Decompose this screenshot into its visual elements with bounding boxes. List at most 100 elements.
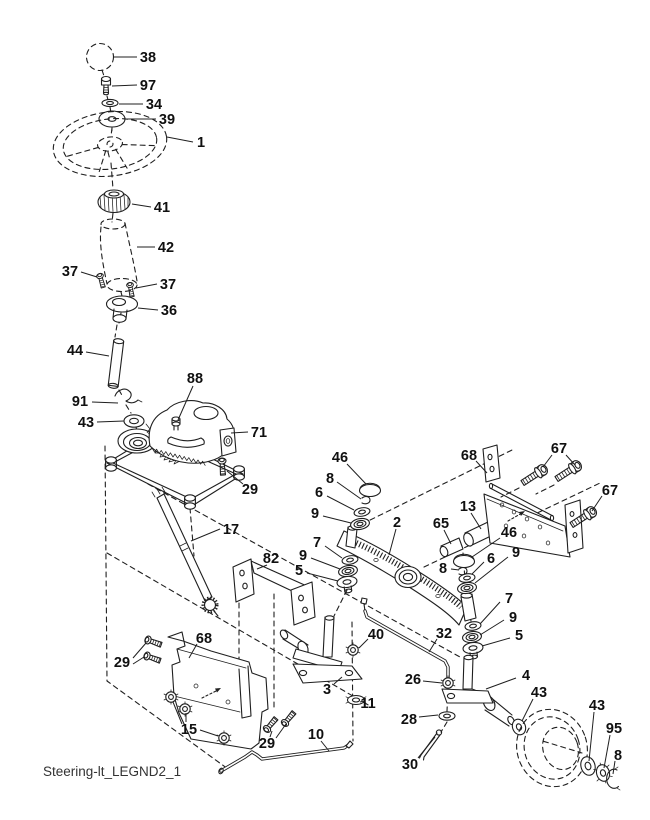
callout-3: 3 (323, 682, 331, 698)
leader-line-29 (132, 656, 145, 665)
leader-line-36 (137, 307, 159, 311)
washer-7-left (340, 553, 360, 567)
bolt-67-b (552, 458, 585, 485)
mounting-bracket-68-left (167, 631, 269, 750)
leader-line-68 (475, 460, 488, 474)
leader-line-67 (542, 454, 553, 468)
leader-line-41 (131, 203, 152, 208)
mounting-bracket-68-right (482, 444, 584, 558)
callout-7: 7 (505, 591, 513, 607)
leader-line-82 (256, 564, 268, 570)
callout-95: 95 (606, 721, 622, 737)
nut-26 (440, 675, 456, 691)
leader-line-9 (479, 619, 505, 636)
front-wheel (516, 708, 588, 788)
callout-9: 9 (311, 506, 319, 522)
bolt-37-right (125, 281, 136, 298)
leader-line-15 (199, 729, 219, 737)
leader-line-65 (443, 529, 452, 545)
steering-gear-assembly-71 (105, 400, 245, 510)
steering-boot-cap-41 (97, 189, 131, 214)
leader-line-15 (172, 701, 183, 725)
leader-line-32 (428, 638, 438, 653)
callout-1: 1 (197, 135, 205, 151)
support-bracket-82 (232, 558, 316, 626)
leader-line-29 (269, 730, 273, 738)
washer-34 (101, 98, 119, 108)
leader-line-40 (358, 638, 369, 649)
callout-44: 44 (67, 343, 83, 359)
leader-line-29 (226, 470, 244, 485)
cross-rod (488, 482, 555, 522)
leader-line-71 (230, 431, 249, 434)
callout-5: 5 (515, 628, 523, 644)
callout-43: 43 (78, 415, 94, 431)
callout-37: 37 (160, 277, 176, 293)
bolt-67-a (518, 462, 551, 489)
callout-88: 88 (187, 371, 203, 387)
callout-11: 11 (360, 696, 375, 712)
spindle-left-3 (279, 615, 363, 684)
bushing-65 (439, 537, 464, 558)
leader-line-7 (324, 545, 343, 559)
callout-32: 32 (436, 626, 452, 642)
washer-43-wheel (580, 756, 596, 776)
leader-line-44 (85, 351, 110, 357)
leader-line-8 (336, 481, 362, 500)
leader-line-97 (111, 84, 138, 87)
leader-line-91 (91, 401, 119, 404)
callout-38: 38 (140, 50, 156, 66)
leader-line-3 (333, 676, 343, 685)
callout-6: 6 (487, 551, 495, 567)
callout-4: 4 (522, 668, 530, 684)
steering-boot-42 (99, 218, 138, 293)
callout-9: 9 (509, 610, 517, 626)
callout-8: 8 (326, 471, 334, 487)
callout-71: 71 (251, 425, 267, 441)
bolt-29-left-b (142, 650, 163, 666)
steering-wheel-cap-38 (85, 42, 115, 72)
leader-line-5 (481, 637, 511, 647)
callout-34: 34 (146, 97, 162, 113)
leader-line-11 (359, 700, 365, 703)
callout-41: 41 (154, 200, 170, 216)
washer-95 (593, 762, 613, 784)
leader-line-4 (485, 677, 517, 690)
leader-line-5 (306, 572, 339, 582)
leader-line-68 (188, 643, 198, 659)
boot-flange-36 (105, 295, 139, 323)
leader-line-67 (565, 454, 576, 466)
callout-15: 15 (181, 722, 197, 738)
leader-line-28 (418, 714, 439, 718)
wheel-insert-39 (98, 110, 126, 132)
leader-line-7 (479, 601, 501, 625)
bolt-97 (100, 75, 112, 96)
leader-line-9 (474, 556, 509, 584)
callout-43: 43 (531, 685, 547, 701)
leader-line-10 (320, 740, 330, 752)
callout-29: 29 (114, 655, 130, 671)
callout-97: 97 (140, 78, 156, 94)
cotter-pin-30 (418, 729, 443, 761)
washer-43-top (123, 414, 145, 428)
callout-68: 68 (196, 631, 212, 647)
leader-line-37 (80, 271, 98, 278)
leader-line-43 (588, 711, 595, 762)
callout-43: 43 (589, 698, 605, 714)
leader-line-26 (422, 680, 443, 684)
leader-lines (80, 56, 616, 775)
tie-rod-32 (360, 597, 450, 679)
bushing-5-left (335, 574, 359, 595)
retainer-clip-91 (114, 388, 143, 404)
leader-line-2 (388, 528, 397, 556)
leader-line-17 (190, 528, 221, 542)
leader-line-6 (326, 495, 355, 511)
washer-9-left (349, 516, 371, 532)
leader-line-46 (346, 463, 367, 485)
leader-line-43 (96, 420, 125, 423)
callout-40: 40 (368, 627, 384, 643)
bolt-29-bottom-a (261, 715, 280, 735)
bolt-29-left-a (143, 634, 164, 650)
callout-26: 26 (405, 672, 421, 688)
